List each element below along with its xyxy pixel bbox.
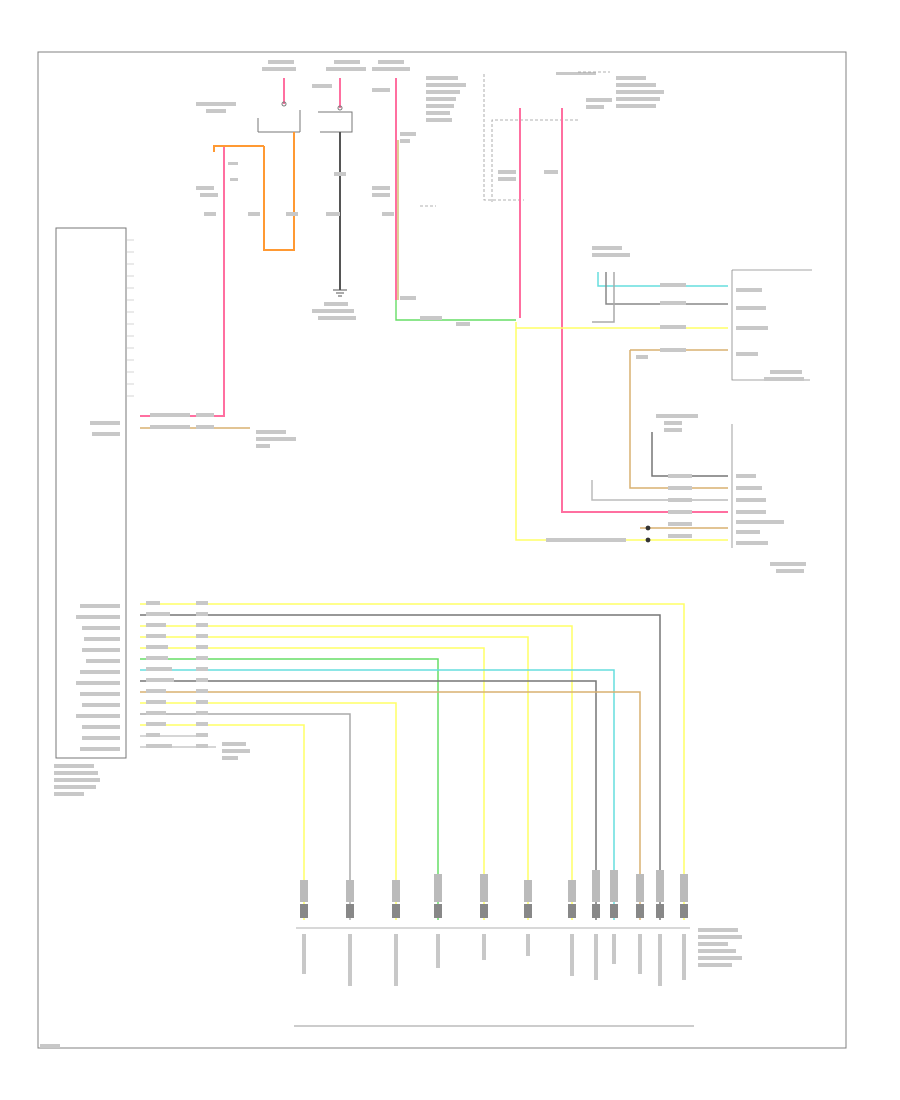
diagram-border [37,51,847,1049]
right-module [731,269,812,381]
transmission-control-module [54,227,134,796]
ground-icon [333,289,347,297]
wire-green-link [395,300,516,321]
tcm-pin-ticks [126,239,134,397]
upper-wires [140,78,728,513]
right-module-wire-labels [636,283,698,432]
bottom-harness [140,603,685,920]
wire-pink-long [561,108,728,513]
bottom-connector [296,870,742,986]
lower-right-connector [546,424,806,573]
tcm-pin-labels [76,421,120,751]
tcm-title-block [54,764,100,796]
fuse-relay-area [196,60,664,207]
wire-orange-loop [263,132,295,251]
right-module-wires [515,272,728,541]
footer-mark [40,1044,60,1048]
bottom-harness-labels [146,601,250,760]
wire-labels-upper [150,88,630,448]
wire-orange-top [213,145,264,152]
